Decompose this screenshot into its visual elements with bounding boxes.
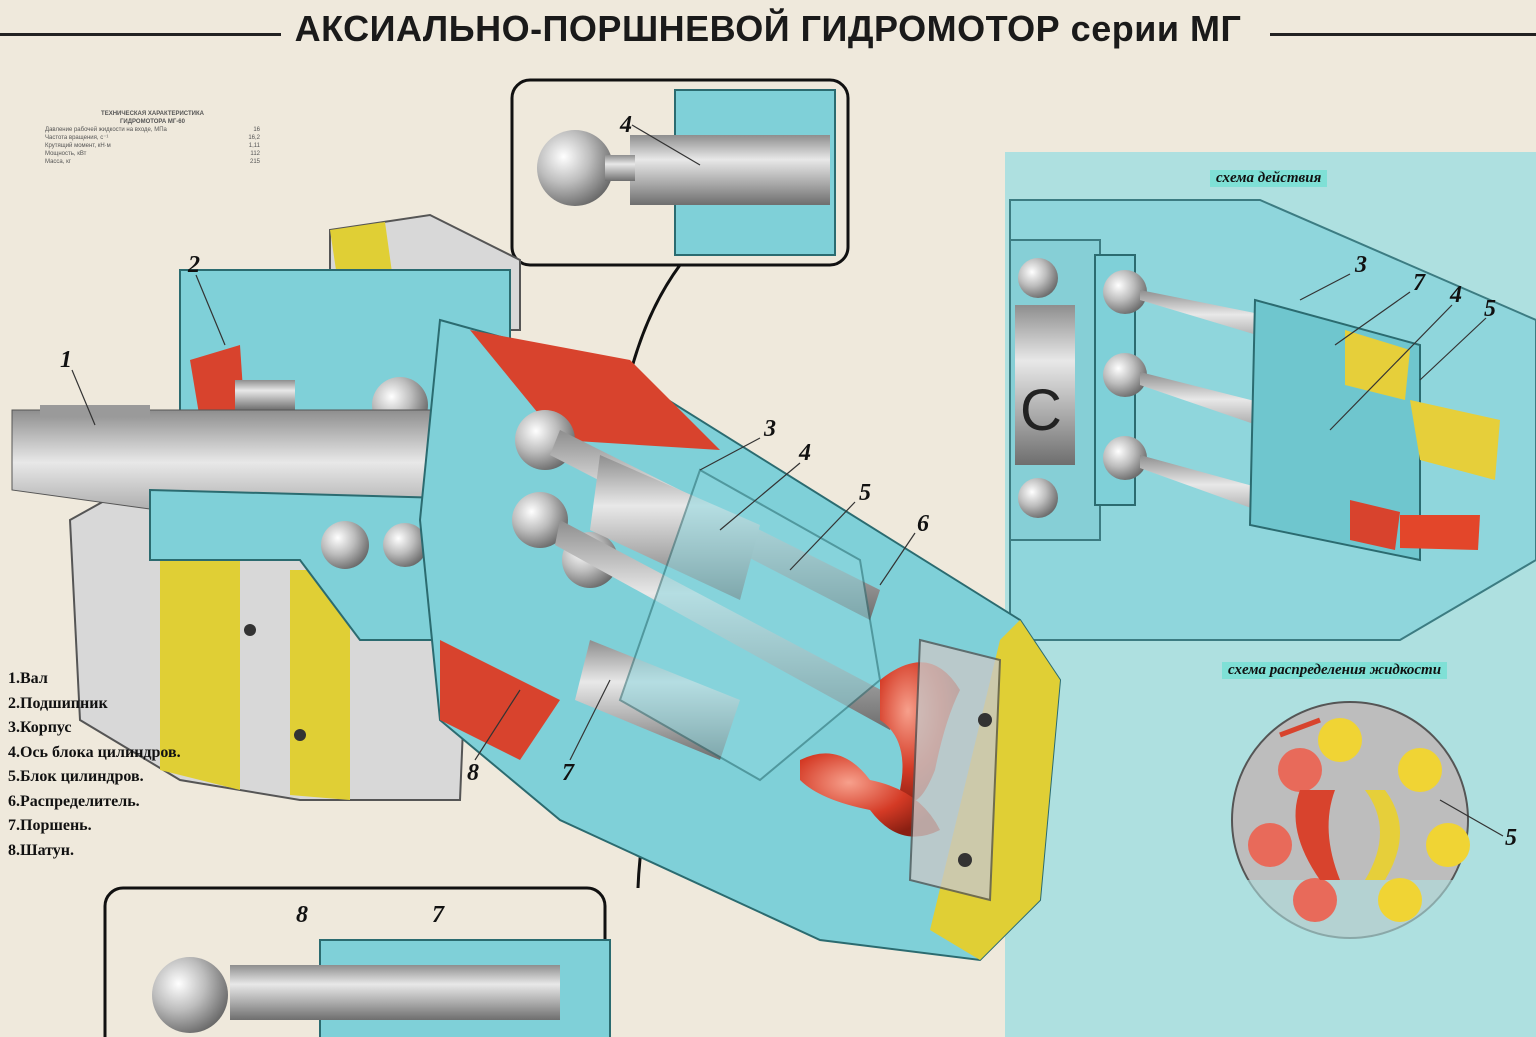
title-rule-right — [1270, 33, 1536, 36]
parts-legend: 1.Вал 2.Подшипник 3.Корпус 4.Ось блока ц… — [8, 667, 181, 863]
callout-4: 4 — [798, 440, 811, 466]
callout-action-7: 7 — [1413, 270, 1426, 296]
inset-bottom-ball — [152, 957, 228, 1033]
action-scheme-panel: C — [1005, 152, 1536, 660]
piston-rod-ball — [512, 492, 568, 548]
yellow-port — [1378, 878, 1422, 922]
yellow-channel — [1410, 400, 1500, 480]
callout-8: 8 — [467, 760, 479, 786]
callout-action-5: 5 — [1484, 296, 1496, 322]
inset-top-neck — [605, 155, 635, 181]
yellow-port — [1398, 748, 1442, 792]
distribution-scheme-panel — [1005, 660, 1536, 1037]
caption-distribution-scheme: схема распределения жидкости — [1222, 662, 1448, 679]
red-port — [1293, 878, 1337, 922]
distributor-red-port — [800, 753, 940, 837]
cylinder-block-main — [618, 468, 882, 782]
legend-item: 1.Вал — [8, 670, 48, 687]
inset-bottom-piston — [230, 965, 560, 1020]
callout-inset-bottom-7: 7 — [432, 902, 445, 928]
red-port — [1248, 823, 1292, 867]
callout-3: 3 — [763, 416, 776, 442]
red-channel — [1400, 515, 1480, 550]
caption-action-scheme: схема действия — [1210, 170, 1328, 187]
bolt-hole — [978, 713, 992, 727]
poster-title: АКСИАЛЬНО-ПОРШНЕВОЙ ГИДРОМОТОР серии МГ — [0, 8, 1536, 50]
callout-5: 5 — [859, 480, 871, 506]
bearing-ball — [321, 521, 369, 569]
rod-ball — [1103, 353, 1147, 397]
rod-ball — [1103, 270, 1147, 314]
inset-top — [510, 78, 850, 267]
bolt-hole — [958, 853, 972, 867]
legend-item: 6.Распределитель. — [8, 792, 140, 810]
spec-table: ТЕХНИЧЕСКАЯ ХАРАКТЕРИСТИКА ГИДРОМОТОРА М… — [45, 110, 260, 166]
oil-red — [190, 345, 245, 420]
legend-item: 3.Корпус — [8, 719, 72, 736]
red-port — [1278, 748, 1322, 792]
spec-heading-2: ГИДРОМОТОРА МГ-60 — [120, 119, 185, 125]
callout-inset-bottom-8: 8 — [296, 902, 308, 928]
inset-top-ball — [537, 130, 613, 206]
housing-red-cavity-lower — [440, 640, 560, 760]
action-shaft — [1015, 305, 1075, 465]
rotation-direction-arrow-icon — [1279, 717, 1321, 738]
legend-item: 8.Шатун. — [8, 841, 75, 859]
bearing-ball — [383, 523, 427, 567]
legend-item: 4.Ось блока цилиндров. — [8, 743, 181, 761]
inset-bottom — [103, 886, 611, 1037]
disc-cut — [1232, 880, 1470, 960]
red-kidney — [1295, 790, 1340, 880]
yellow-port — [1426, 823, 1470, 867]
rotation-arrow-icon: C — [1020, 378, 1062, 443]
main-assembly — [11, 213, 1062, 962]
leader-lines — [71, 124, 1504, 837]
spec-heading-1: ТЕХНИЧЕСКАЯ ХАРАКТЕРИСТИКА — [101, 111, 204, 117]
inset-top-axis — [630, 135, 830, 205]
roller-bearing — [235, 380, 295, 410]
housing-red-cavity — [470, 330, 720, 450]
callout-7: 7 — [562, 760, 575, 786]
bolt-hole — [294, 729, 306, 741]
bearing-ball — [1018, 258, 1058, 298]
flange-yellow-band — [290, 570, 350, 800]
legend-item: 2.Подшипник — [8, 694, 108, 712]
legend-item: 7.Поршень. — [8, 817, 92, 834]
legend-item: 5.Блок цилиндров. — [8, 768, 144, 785]
callout-action-3: 3 — [1354, 252, 1367, 278]
callout-1: 1 — [60, 347, 72, 373]
callout-distribution-5: 5 — [1505, 825, 1517, 851]
distributor-plate — [908, 638, 1002, 902]
callout-action-4: 4 — [1449, 282, 1462, 308]
title-rule-left — [0, 33, 300, 36]
callout-inset-top-4: 4 — [619, 112, 632, 138]
red-chamber — [1350, 500, 1400, 550]
rod-ball — [1103, 436, 1147, 480]
bolt-hole — [244, 624, 256, 636]
yellow-port — [1318, 718, 1362, 762]
bearing-ball — [1018, 478, 1058, 518]
flange-yellow-band — [160, 560, 240, 790]
yellow-kidney — [1365, 790, 1400, 880]
callout-6: 6 — [917, 511, 929, 537]
callout-2: 2 — [187, 252, 200, 278]
yellow-chamber — [1345, 330, 1410, 400]
shaft-key — [40, 405, 150, 417]
